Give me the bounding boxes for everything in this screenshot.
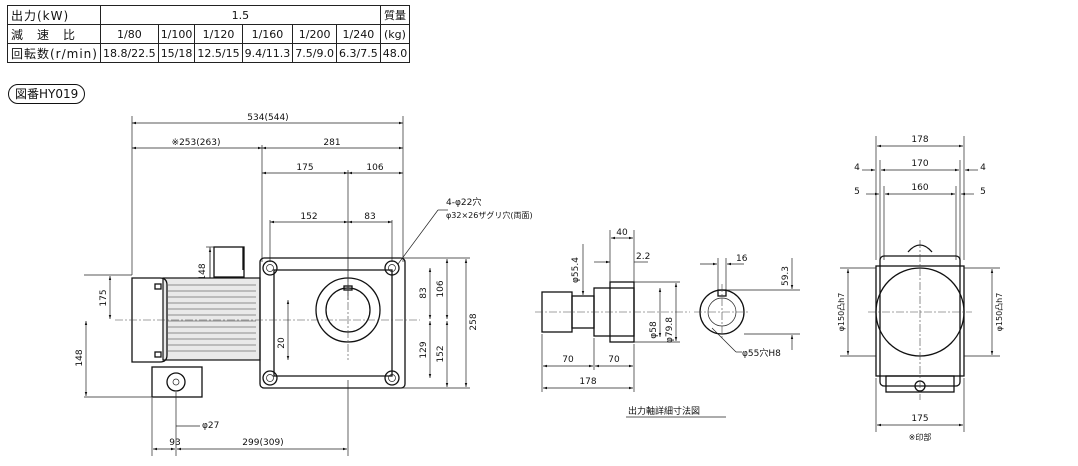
dim-106: 106: [366, 163, 383, 173]
foot-hole: [166, 372, 186, 392]
dim-152-right: 152: [436, 345, 446, 362]
motor-fins: [168, 284, 256, 352]
ratio-cell: 1/80: [99, 24, 159, 44]
motor-foot: [151, 366, 203, 398]
side-dim-5a: 5: [854, 187, 860, 197]
dim-phi58: φ58: [649, 321, 659, 339]
dim-total: 534(544): [247, 113, 288, 123]
speed-cell: 18.8/22.5: [99, 43, 159, 63]
shaft-caption: 出力軸詳細寸法図: [628, 405, 700, 417]
speed-cell: 7.5/9.0: [292, 43, 337, 63]
dim-70a: 70: [562, 355, 574, 365]
ratio-cell: 1/100: [157, 24, 196, 44]
dim-129: 129: [419, 341, 429, 358]
dim-148-top: 148: [198, 263, 208, 280]
side-dim-phi150-right: φ150凸h7: [995, 293, 1004, 332]
dim-phi79-8: φ79.8: [665, 317, 675, 343]
gear-case: [259, 257, 406, 389]
side-view: 178 4 170 4 5 160 5 φ150凸h7 φ150凸h7: [837, 135, 1004, 442]
bolt-hole: [262, 260, 278, 276]
ratio-cell: 1/240: [336, 24, 381, 44]
spec-row-speed: 回転数(r/min) 18.8/22.5 15/18 12.5/15 9.4/1…: [7, 43, 411, 63]
spec-row-ratio: 減 速 比 1/80 1/100 1/120 1/160 1/200 1/240…: [7, 24, 411, 44]
dim-152: 152: [300, 212, 317, 222]
dim-93: 93: [169, 438, 180, 448]
dim-59-3: 59.3: [781, 266, 791, 286]
dim-16: 16: [736, 254, 748, 264]
dim-phi55-4: φ55.4: [571, 257, 581, 283]
dim-106-right: 106: [436, 280, 446, 297]
side-dim-4a: 4: [854, 163, 860, 173]
side-note: ※印部: [909, 432, 932, 442]
note-counterbore: φ32×26ザグリ穴(両面): [446, 210, 533, 220]
dim-phi55H8: φ55穴H8: [742, 347, 781, 359]
side-dim-170: 170: [911, 159, 928, 169]
shaft-collar: [593, 287, 635, 337]
speed-label: 回転数(r/min): [7, 43, 101, 63]
side-dim-175: 175: [911, 414, 928, 424]
speed-cell: 6.3/7.5: [336, 43, 381, 63]
speed-cell: 9.4/11.3: [241, 43, 294, 63]
dim-83-right: 83: [419, 287, 429, 298]
dim-phi27: φ27: [202, 421, 219, 431]
shaft-detail-view: 40 2.2 φ55.4 φ58 φ79.8 70 70 178 16: [535, 228, 800, 418]
note-holes: 4-φ22穴: [446, 196, 481, 208]
dim-motor: ※253(263): [172, 138, 221, 148]
dim-40: 40: [616, 228, 628, 238]
dim-258: 258: [469, 313, 479, 330]
bolt-hole: [384, 260, 400, 276]
figure-label: 図番HY019: [8, 84, 86, 104]
weight-value: 48.0: [379, 43, 411, 63]
spec-table: 出力(kW) 1.5 質量 減 速 比 1/80 1/100 1/120 1/1…: [7, 5, 411, 63]
motor-body: [162, 277, 261, 361]
dim-83: 83: [364, 212, 375, 222]
bolt-hole: [384, 370, 400, 386]
dim-281: 281: [323, 138, 340, 148]
dim-175: 175: [296, 163, 313, 173]
front-view: 534(544) ※253(263) 281 175 106 152 83 4-…: [75, 113, 533, 456]
side-dim-5b: 5: [980, 187, 986, 197]
dim-299: 299(309): [242, 438, 283, 448]
dim-178: 178: [579, 377, 596, 387]
dim-175-left: 175: [99, 289, 109, 306]
terminal-box: [213, 246, 245, 278]
side-dim-178: 178: [911, 135, 928, 145]
dim-148-left: 148: [75, 349, 85, 366]
side-dim-4b: 4: [980, 163, 986, 173]
dim-2-2: 2.2: [636, 252, 650, 262]
dim-20: 20: [277, 337, 287, 349]
side-dim-160: 160: [911, 183, 928, 193]
speed-cell: 12.5/15: [194, 43, 243, 63]
bolt-hole: [262, 370, 278, 386]
dim-70b: 70: [608, 355, 620, 365]
fan-cover: [131, 277, 168, 363]
side-dim-phi150-left: φ150凸h7: [837, 293, 846, 332]
